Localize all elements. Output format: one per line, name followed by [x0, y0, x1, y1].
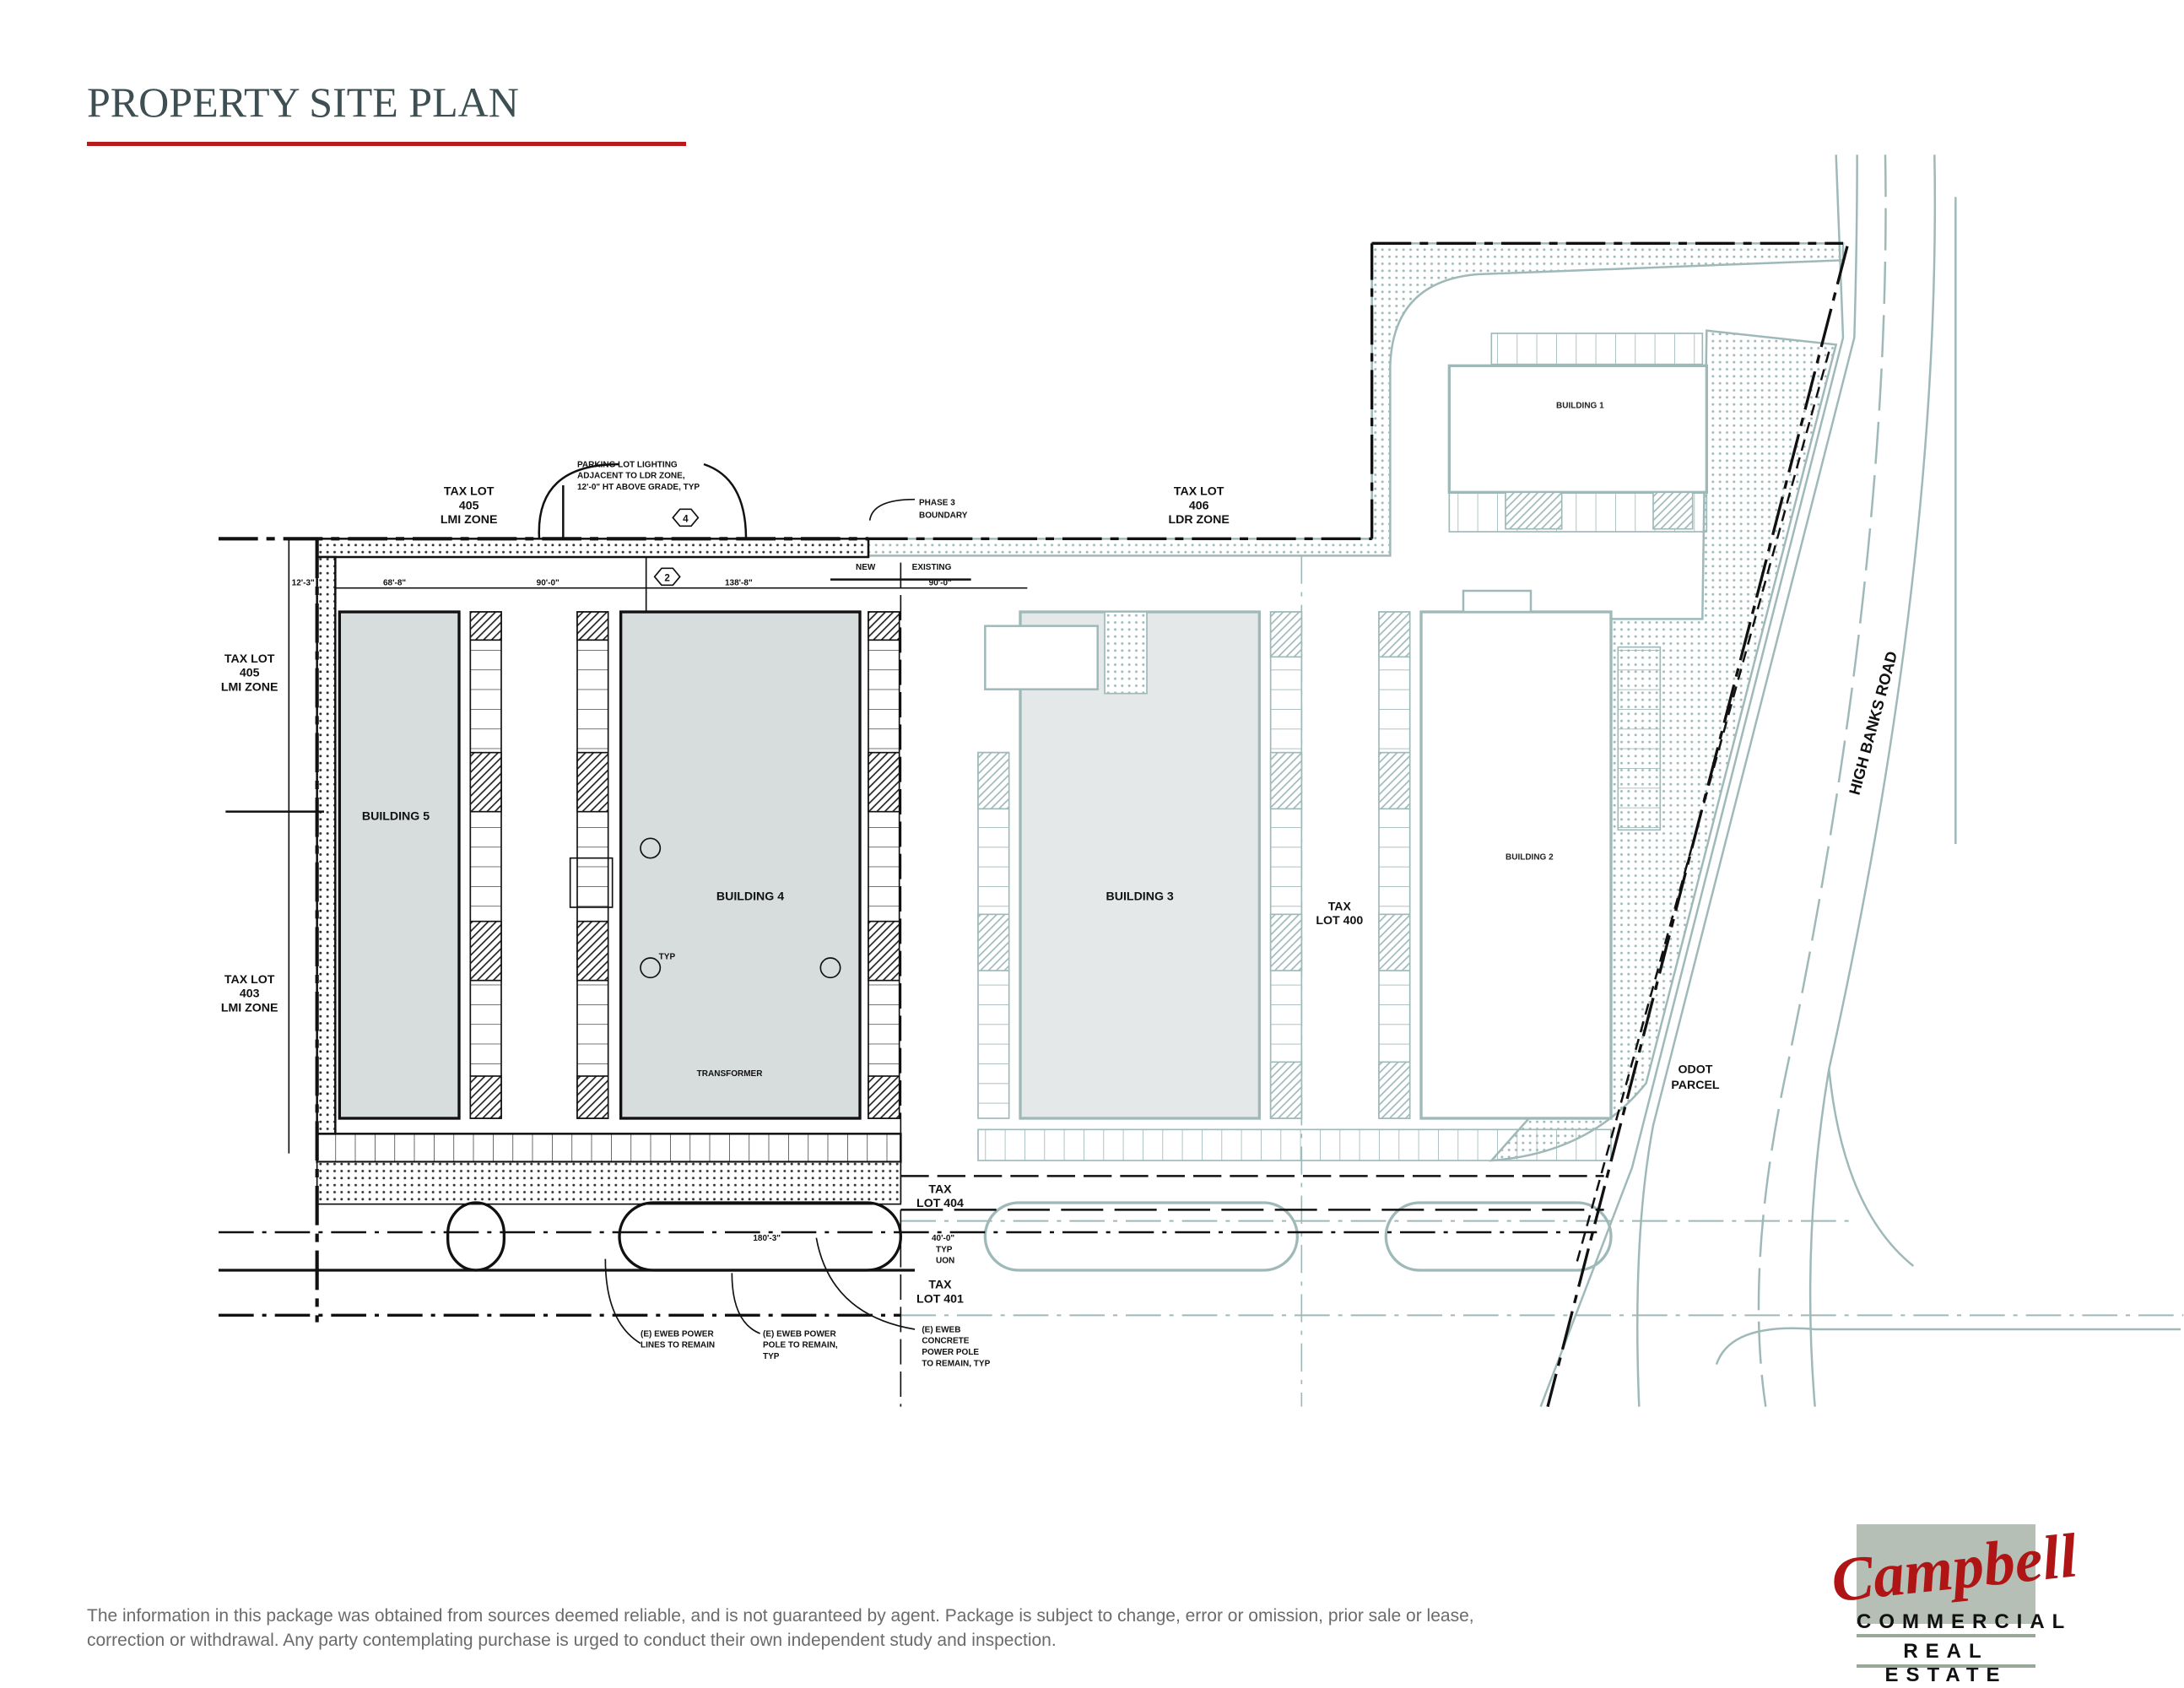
logo-line-1: COMMERCIAL — [1857, 1610, 2073, 1633]
building-1-label: BUILDING 1 — [1556, 401, 1604, 410]
existing-label: EXISTING — [912, 563, 952, 572]
disclaimer-line: correction or withdrawal. Any party cont… — [87, 1631, 1057, 1650]
dimension-label: 40'-0" — [932, 1234, 954, 1243]
dimension-label: 180'-3" — [753, 1234, 781, 1243]
dimension-label: 90'-0" — [537, 578, 560, 587]
disclaimer: The information in this package was obta… — [87, 1604, 1606, 1653]
dimension-label: 68'-8" — [383, 578, 406, 587]
disclaimer-line: The information in this package was obta… — [87, 1606, 1474, 1626]
dimension-label: 138'-8" — [725, 578, 753, 587]
building-4-label: BUILDING 4 — [716, 890, 784, 904]
logo-rule — [1857, 1634, 2035, 1637]
keynote-4: 4 — [672, 508, 700, 528]
logo-line-2: REAL ESTATE — [1884, 1640, 2008, 1686]
new-site-phase — [219, 241, 1849, 1408]
title-underline — [87, 142, 686, 146]
svg-text:2: 2 — [664, 572, 670, 583]
building-3-label: BUILDING 3 — [1106, 890, 1174, 904]
keynote-2: 2 — [653, 567, 681, 587]
new-label: NEW — [856, 563, 876, 572]
transformer-note: TRANSFORMER — [697, 1069, 764, 1079]
dimension-label: 90'-0" — [929, 578, 952, 587]
svg-text:4: 4 — [683, 513, 689, 524]
building-2-label: BUILDING 2 — [1506, 852, 1554, 862]
logo-rule — [1857, 1664, 2035, 1668]
building-5-label: BUILDING 5 — [362, 810, 430, 824]
page-title: PROPERTY SITE PLAN — [87, 78, 519, 126]
campbell-logo: Campbell COMMERCIAL REAL ESTATE — [1828, 1519, 2080, 1686]
typ-note: TYP — [659, 953, 676, 962]
logo-background — [1857, 1524, 2035, 1624]
dimension-label: 12'-3" — [292, 578, 315, 587]
existing-site-phase — [867, 154, 2184, 1408]
